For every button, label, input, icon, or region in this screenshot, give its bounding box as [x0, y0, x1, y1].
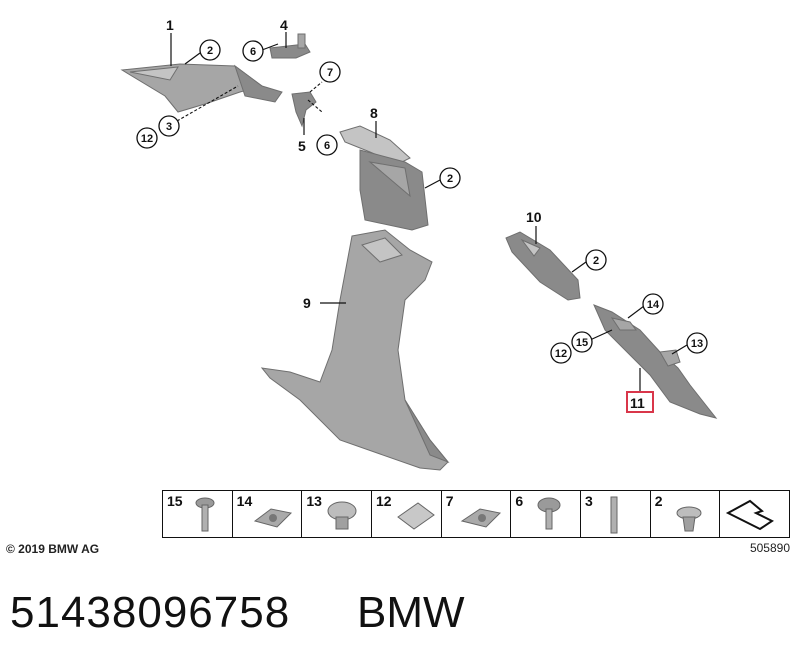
legend-label-7: 7: [445, 493, 454, 509]
arrow-symbol-icon: [726, 499, 775, 531]
callout-8: 8: [370, 105, 378, 121]
part-1-trim: [120, 63, 283, 113]
part-10-trim: [505, 231, 581, 301]
push-clip-icon: [676, 506, 702, 532]
legend-label-3: 3: [585, 493, 593, 509]
legend-cell-15: 15: [163, 491, 233, 537]
clip-nut-icon: [460, 508, 501, 528]
callout-12-a: 12: [141, 133, 153, 145]
legend-cell-14: 14: [233, 491, 303, 537]
rivet-pin-icon: [610, 496, 618, 534]
legend-cell-13: 13: [302, 491, 373, 537]
callout-6-a: 6: [250, 46, 256, 58]
legend-label-15: 15: [167, 493, 183, 509]
callout-2-b: 2: [447, 173, 453, 185]
callout-2-a: 2: [207, 45, 213, 57]
legend-cell-3: 3: [581, 491, 651, 537]
legend-label-6: 6: [515, 493, 524, 509]
callout-6-b: 6: [324, 140, 330, 152]
callout-14: 14: [647, 299, 660, 311]
part-11-trim: [593, 304, 718, 419]
legend-cell-12: 12: [372, 491, 442, 537]
part-9-pillar-trim: [260, 229, 450, 471]
legend-cell-symbol: [720, 491, 789, 537]
callout-11: 11: [630, 395, 645, 411]
callout-9: 9: [303, 295, 311, 311]
part-8-trim: [339, 125, 429, 231]
callout-7: 7: [327, 67, 333, 79]
legend-label-13: 13: [306, 493, 322, 509]
highlight-box: [626, 391, 654, 413]
copyright-text: © 2019 BMW AG: [6, 542, 100, 556]
callout-5: 5: [298, 138, 306, 154]
callout-4: 4: [280, 17, 288, 33]
legend-cell-2: 2: [651, 491, 721, 537]
screw-icon: [195, 497, 215, 532]
screw-icon: [537, 497, 561, 530]
brand-name: BMW: [357, 588, 465, 637]
callout-10: 10: [526, 209, 542, 225]
callout-1: 1: [166, 17, 174, 33]
part-4-bracket: [269, 33, 311, 59]
plug-cap-icon: [397, 502, 435, 530]
reference-number: 505890: [749, 541, 790, 555]
legend-cell-7: 7: [442, 491, 512, 537]
legend-label-2: 2: [654, 493, 663, 509]
callout-13: 13: [691, 338, 703, 350]
callout-2-c: 2: [593, 255, 599, 267]
callout-3: 3: [166, 121, 172, 133]
fastener-legend-strip: 15 14 13 12 7 6: [162, 490, 790, 538]
legend-label-14: 14: [236, 493, 253, 509]
part-number: 51438096758: [10, 588, 291, 637]
callout-12-b: 12: [555, 348, 567, 360]
expanding-rivet-icon: [327, 501, 357, 530]
clip-nut-icon: [253, 508, 292, 528]
callout-15: 15: [576, 337, 588, 349]
legend-cell-6: 6: [511, 491, 582, 537]
legend-label-12: 12: [376, 493, 392, 509]
